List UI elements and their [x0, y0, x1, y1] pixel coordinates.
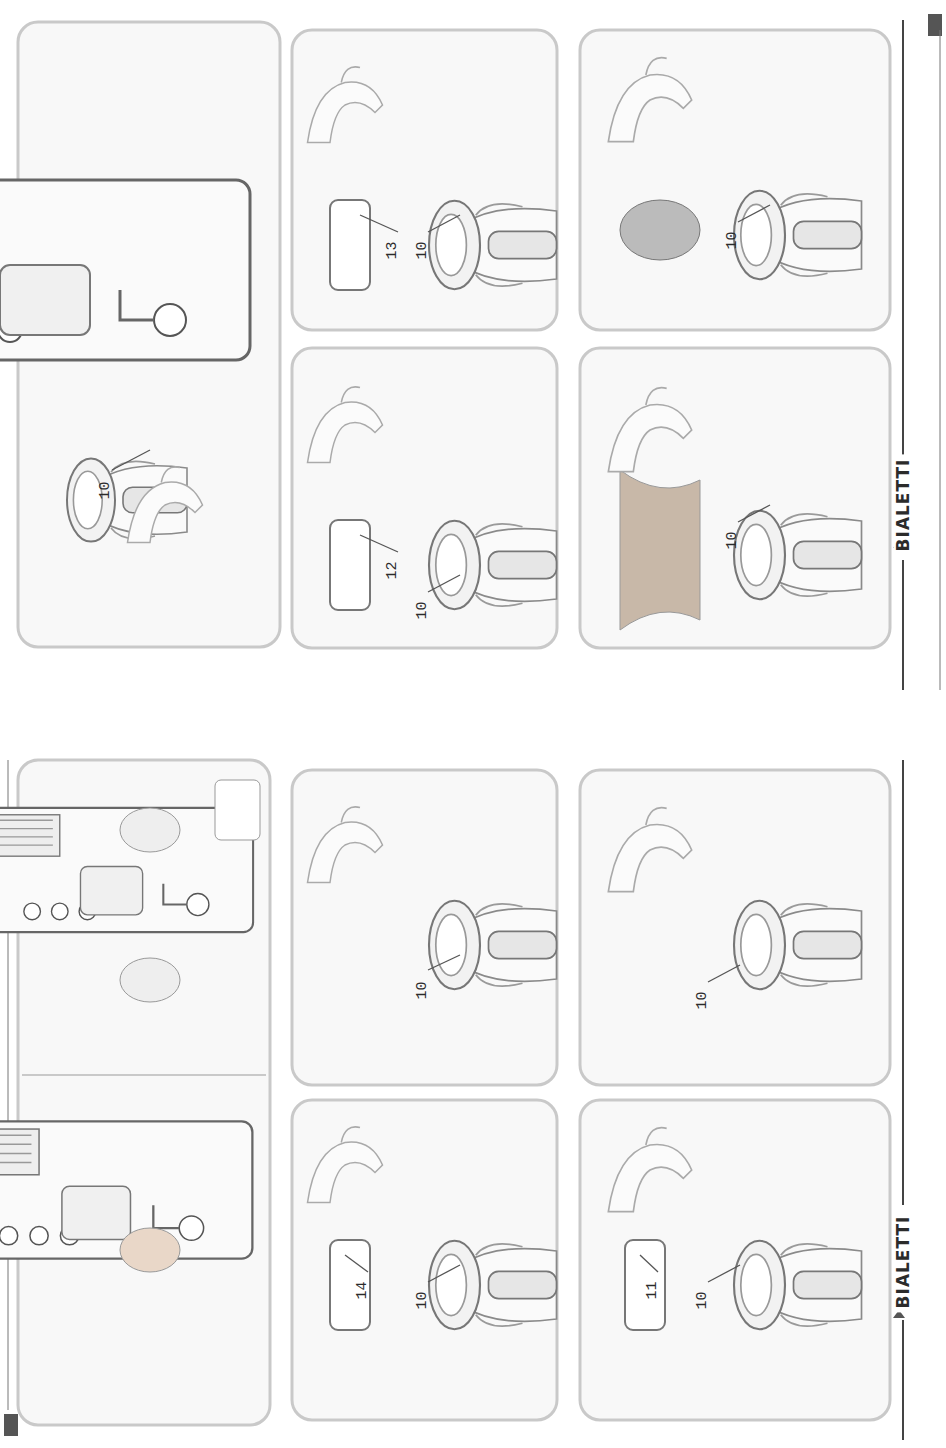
- callout-number: 11: [644, 1281, 661, 1299]
- callout-number: 14: [354, 1281, 371, 1299]
- callout-number: 10: [414, 241, 431, 259]
- callout-number: 10: [414, 1291, 431, 1309]
- callout-number: 10: [694, 1291, 711, 1309]
- callout-number: 10: [724, 231, 741, 249]
- callout-number: 10: [414, 601, 431, 619]
- brand-logo-text: BIALETTI: [893, 1212, 913, 1313]
- brand-logo-text: BIALETTI: [893, 455, 913, 556]
- callout-number: 12: [384, 561, 401, 579]
- callout-number: 10: [97, 481, 114, 499]
- callout-number: 10: [724, 531, 741, 549]
- callout-number: 10: [414, 981, 431, 999]
- callout-number: 13: [384, 241, 401, 259]
- callout-number: 10: [694, 991, 711, 1009]
